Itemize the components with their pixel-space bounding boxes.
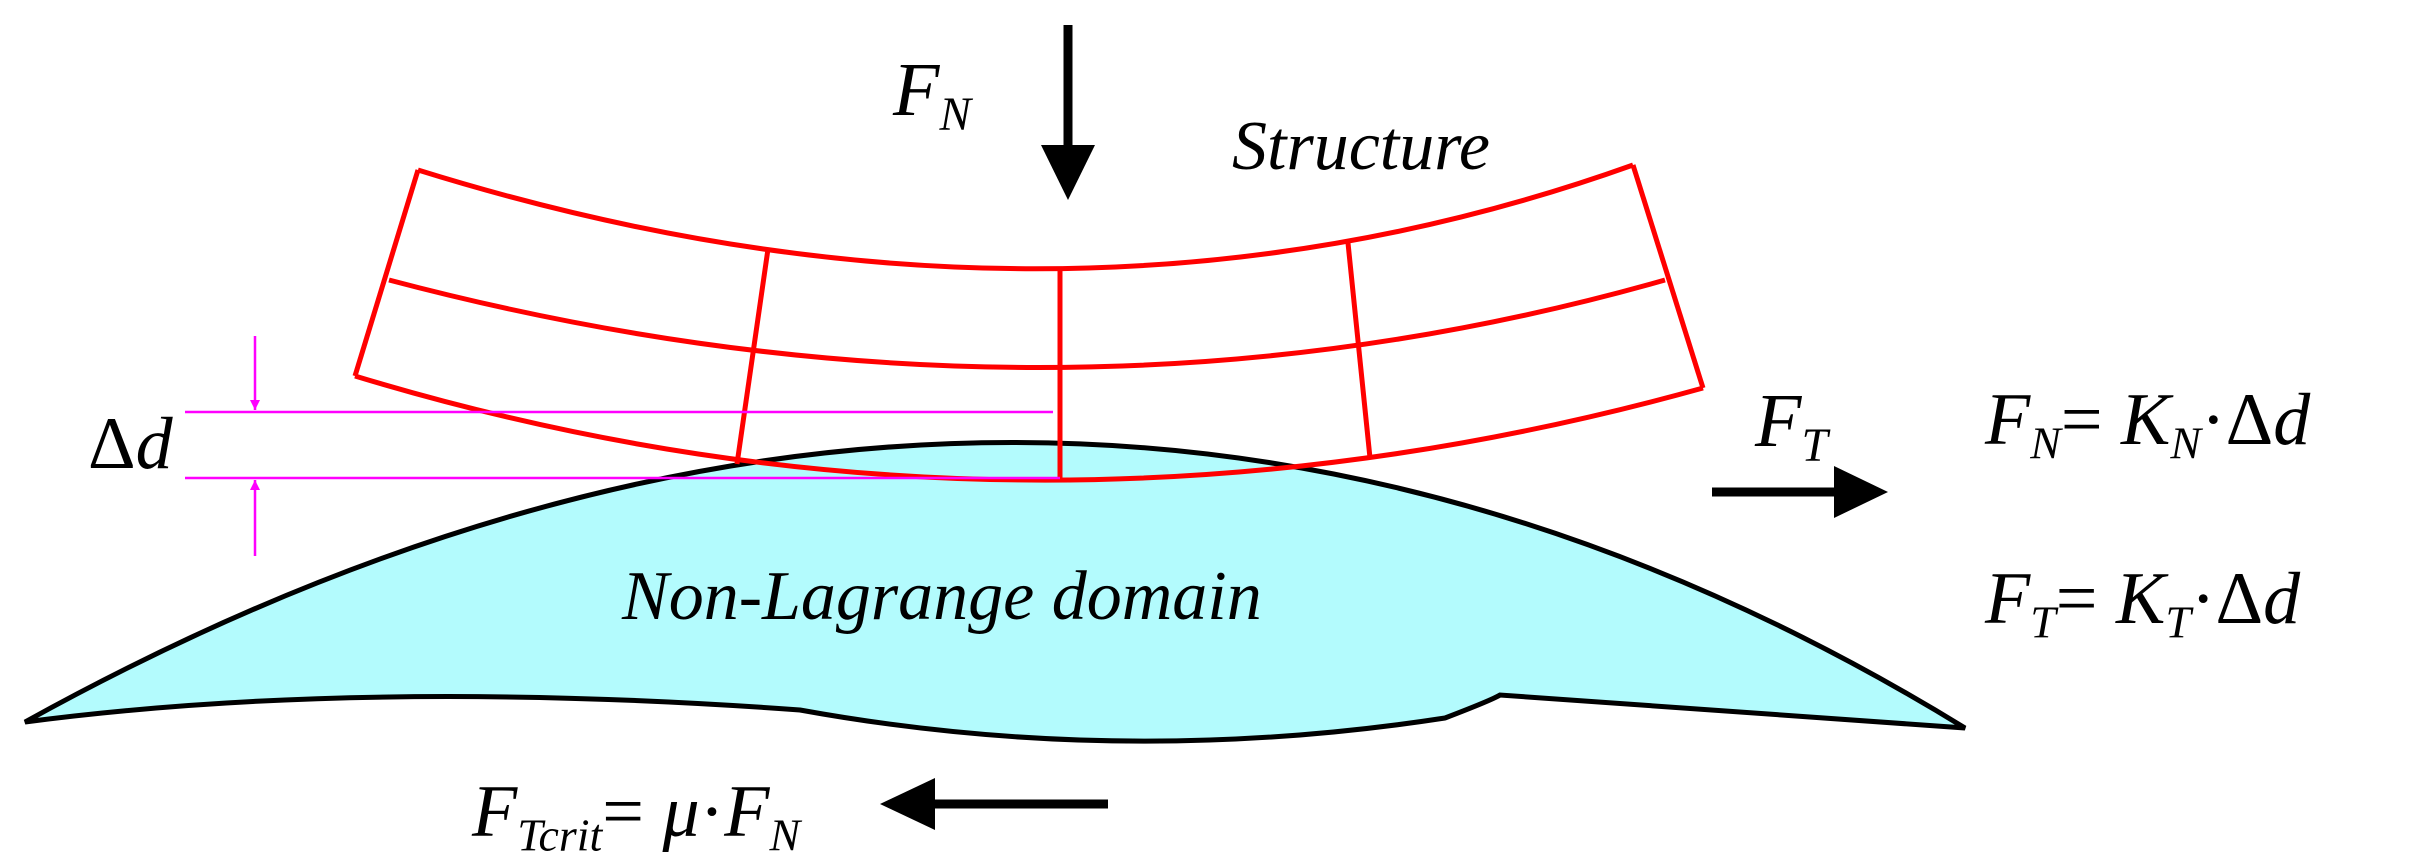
friction-force-arrowhead (880, 778, 935, 830)
tangential-force-arrowhead (1834, 466, 1888, 518)
crit-f2: F (724, 771, 770, 853)
critical-friction-label: FTcrit= μ·FN (472, 775, 800, 859)
eq2-k-subscript: T (2165, 596, 2191, 648)
mesh-top-edge (417, 162, 1634, 272)
mesh-vline-3 (1345, 242, 1373, 459)
eq2-d: d (2263, 558, 2301, 640)
eq1-dot: · (2201, 379, 2226, 461)
eq1-equals: = (2060, 379, 2122, 461)
normal-force-arrowhead (1041, 145, 1095, 200)
ft-subscript: T (1801, 420, 1828, 473)
eq1-d: d (2273, 379, 2311, 461)
eq1-k: K (2121, 379, 2171, 461)
eq1-f-subscript: N (2030, 417, 2061, 469)
equation-normal: FN= KN·Δd (1985, 383, 2310, 467)
crit-mu: μ (662, 771, 700, 853)
tangential-force-label: FT (1755, 383, 1828, 470)
non-lagrange-domain (23, 440, 1967, 744)
mesh-left-edge (352, 169, 421, 377)
delta-d-letter: d (135, 403, 173, 485)
ft-letter: F (1755, 379, 1802, 463)
crit-f2-subscript: N (769, 809, 801, 861)
equation-tangential: FT= KT·Δd (1985, 562, 2300, 646)
mesh-vline-1 (734, 248, 771, 465)
eq1-f: F (1985, 379, 2031, 461)
domain-label: Non-Lagrange domain (622, 558, 1262, 635)
crit-dot: · (699, 771, 725, 853)
structure-mesh (352, 162, 1706, 483)
eq2-dot: · (2190, 558, 2216, 640)
delta-d-label: Δd (88, 407, 173, 481)
fn-letter: F (893, 48, 940, 132)
eq2-delta: Δ (2215, 558, 2264, 640)
eq2-equals: = (2055, 558, 2116, 640)
structure-label: Structure (1232, 108, 1490, 185)
normal-force-label: FN (893, 52, 971, 139)
mesh-right-edge (1630, 164, 1706, 389)
crit-equals: = (602, 771, 663, 853)
fn-subscript: N (939, 89, 971, 142)
delta-symbol: Δ (88, 403, 136, 485)
eq1-k-subscript: N (2170, 417, 2202, 469)
mesh-middle-line (388, 277, 1666, 370)
eq1-delta: Δ (2225, 379, 2274, 461)
delta-d-dimension (185, 336, 1060, 556)
eq2-f: F (1985, 558, 2031, 640)
force-arrows (880, 25, 1888, 830)
crit-subscript: Tcrit (517, 809, 603, 861)
mesh-bottom-edge (354, 373, 1704, 483)
eq2-k: K (2115, 558, 2166, 640)
eq2-f-subscript: T (2030, 596, 2056, 648)
crit-f: F (472, 771, 518, 853)
